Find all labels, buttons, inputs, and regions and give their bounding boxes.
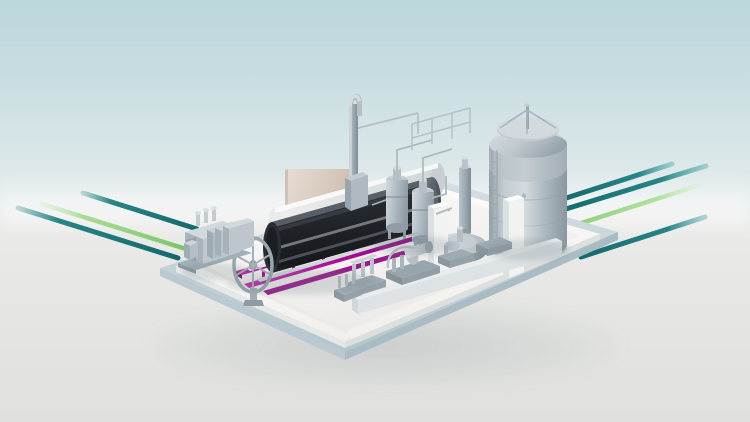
exhaust-stack [345,94,419,211]
separator-vessel-1 [386,166,408,239]
flow-line-in-3 [80,190,200,232]
flow-line-in-2 [39,201,189,252]
flow-lines-outbound [553,161,709,260]
pipe-rack-railing [411,107,471,150]
flow-lines-inbound [15,190,200,261]
tank-top-mast [499,103,557,134]
junction-box [184,240,198,260]
flow-line-out-4 [578,214,708,260]
flow-line-in-1 [15,205,181,261]
flow-line-out-3 [563,182,703,231]
transformer-cooling-fins [207,218,254,259]
tank-ladder [491,150,498,244]
deck-contact-shadows [181,236,570,295]
flow-line-out-2 [557,161,675,203]
power-transformer [178,206,254,274]
transformer-bushings [195,206,217,226]
distillation-column [459,156,471,235]
flow-line-out-1 [553,163,709,215]
process-connector-pipes [407,176,453,237]
